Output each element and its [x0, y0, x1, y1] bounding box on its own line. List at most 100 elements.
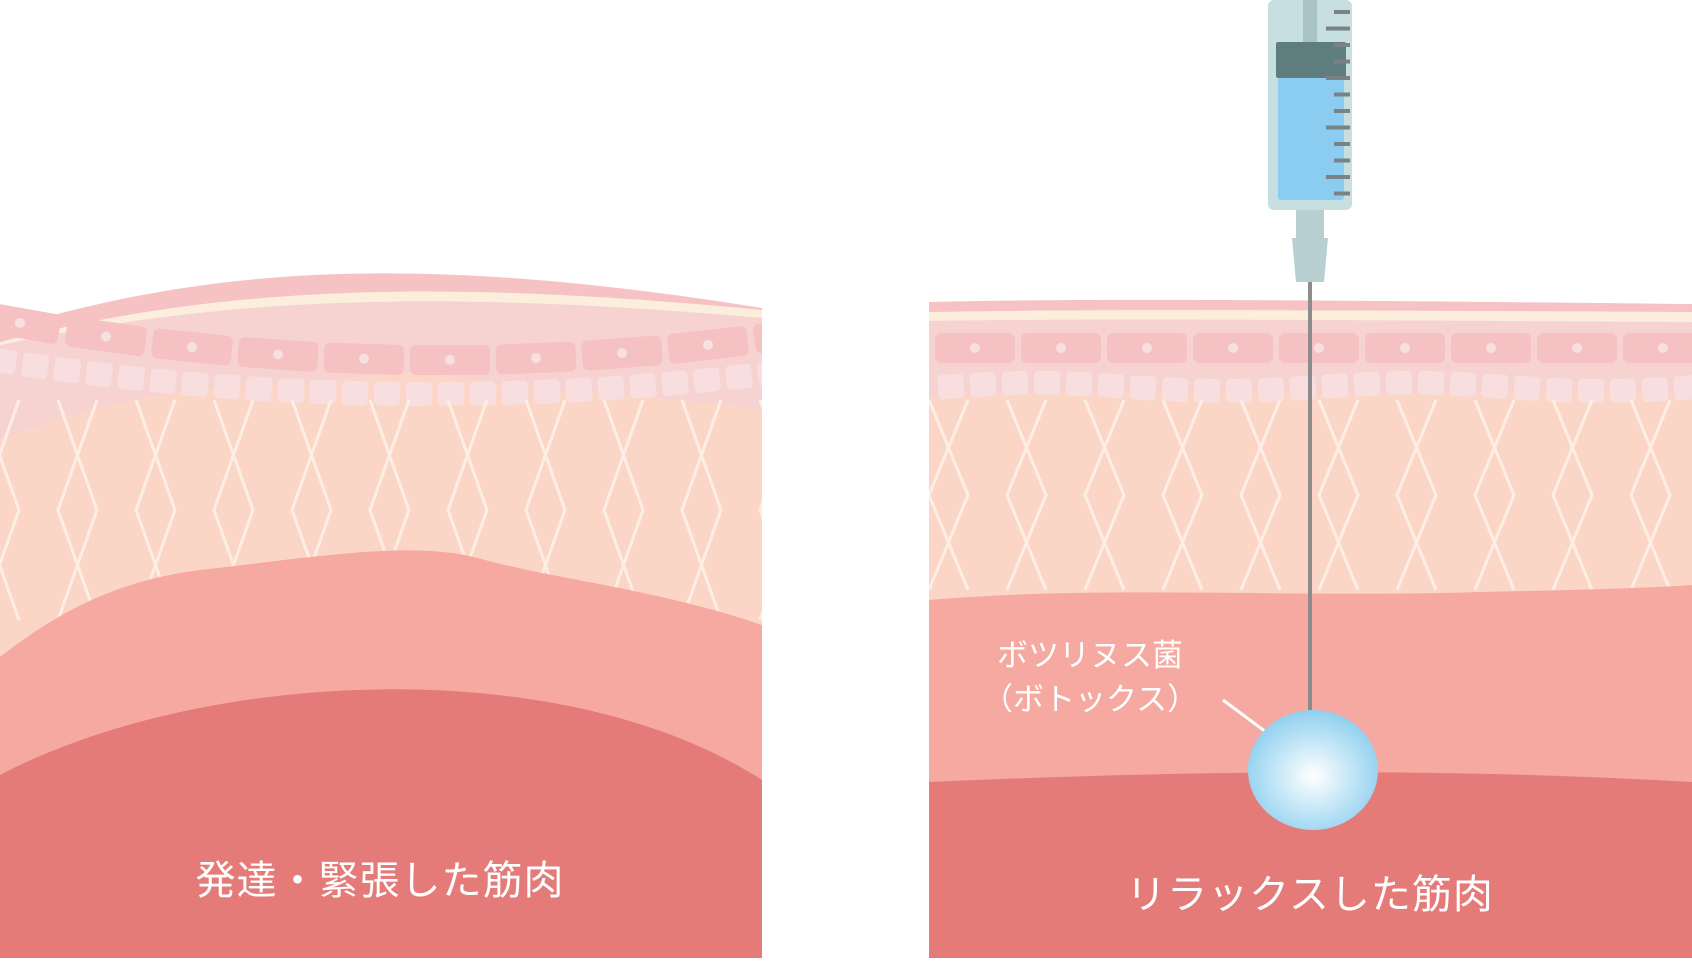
basal-cell — [181, 371, 209, 397]
basal-cell — [437, 381, 465, 406]
basal-cell — [597, 375, 625, 401]
basal-cell — [21, 352, 50, 380]
basal-cell — [1577, 378, 1605, 404]
deep-muscle-layer — [0, 689, 762, 958]
fat-fiber — [1239, 399, 1282, 591]
fat-fiber — [680, 399, 723, 621]
scale-tick — [1326, 175, 1350, 179]
relaxed-muscle-label: リラックスした筋肉 — [1126, 872, 1494, 918]
basal-cell — [341, 380, 369, 406]
basal-cell — [85, 361, 114, 388]
basal-cell — [1161, 377, 1189, 403]
epidermis-cells — [0, 302, 762, 376]
epidermis-cell — [1451, 333, 1531, 363]
botox-drop — [1248, 710, 1378, 830]
basal-cell — [149, 368, 177, 394]
fat-fiber — [1551, 399, 1594, 591]
epidermis-cell — [1193, 333, 1273, 363]
fat-fiber — [0, 399, 21, 621]
basal-cells — [0, 347, 762, 407]
basal-cell — [277, 378, 305, 403]
epidermis-cell — [237, 337, 319, 372]
fat-fiber — [1161, 399, 1204, 591]
basal-cell — [1001, 371, 1029, 396]
basal-cell — [1641, 377, 1669, 402]
epidermis-cell — [65, 316, 147, 357]
epidermis-cell — [581, 335, 663, 371]
epidermis-cell — [0, 302, 62, 344]
fat-fiber — [1083, 399, 1126, 591]
basal-cell — [756, 360, 762, 387]
basal-cell — [1417, 370, 1445, 396]
basal-cell — [1033, 370, 1061, 396]
fat-fiber — [1473, 399, 1516, 591]
deep-muscle-layer-right — [929, 772, 1692, 958]
botox-label-line1: ボツリヌス菌 — [997, 638, 1184, 674]
basal-cell — [1353, 371, 1381, 397]
basal-cell — [661, 370, 689, 396]
epidermis-cell — [1021, 333, 1101, 363]
basal-cell — [1545, 377, 1573, 403]
scale-tick — [1334, 142, 1350, 146]
scale-tick — [1326, 76, 1350, 80]
scale-tick — [1334, 59, 1350, 64]
basal-cell — [1193, 378, 1221, 403]
needle — [1308, 282, 1312, 714]
syringe-rod — [1303, 0, 1317, 42]
syringe-scale — [1326, 10, 1350, 196]
botox-callout: ボツリヌス菌 （ボトックス） — [982, 634, 1198, 722]
syringe-icon — [1268, 0, 1352, 714]
epidermis-cell — [1623, 333, 1692, 363]
basal-cell — [533, 379, 561, 404]
basal-cell — [1289, 375, 1317, 401]
basal-cell — [1257, 377, 1285, 403]
tense-muscle-label: 発達・緊張した筋肉 — [195, 858, 565, 904]
fat-tissue-fibers-right — [929, 399, 1672, 591]
basal-cell — [1129, 375, 1157, 401]
scale-tick — [1334, 109, 1350, 113]
basal-cell — [1449, 371, 1477, 397]
basal-cell — [1097, 373, 1125, 399]
fat-fiber — [929, 399, 970, 591]
basal-cell — [629, 373, 657, 399]
basal-cell — [1673, 375, 1692, 401]
epidermis-cell — [1537, 333, 1617, 363]
scale-tick — [1334, 158, 1350, 163]
syringe-plunger — [1276, 42, 1346, 78]
epidermis-cell — [1279, 333, 1359, 363]
botox-label-line2: （ボトックス） — [982, 682, 1199, 718]
epidermis-cell — [667, 326, 749, 364]
basal-cell — [53, 357, 82, 384]
basal-cell — [1385, 370, 1413, 396]
fat-fiber — [758, 399, 762, 621]
basal-cell — [1225, 378, 1253, 404]
fat-fiber — [1317, 399, 1360, 591]
syringe-fluid — [1278, 75, 1344, 200]
epidermis-cell — [495, 341, 577, 375]
syringe-hub — [1296, 210, 1324, 238]
basal-cell — [245, 376, 273, 402]
basal-cell — [213, 373, 241, 400]
epidermis-cell — [151, 328, 233, 366]
epidermis-cell — [409, 344, 491, 376]
basal-cell — [937, 373, 965, 400]
basal-cell — [405, 381, 433, 407]
fat-fiber — [1005, 399, 1048, 591]
basal-cell — [117, 364, 145, 391]
epidermis-cell — [753, 313, 762, 354]
basal-cell — [501, 380, 529, 405]
epidermis-cell — [935, 333, 1015, 363]
basal-cell — [0, 347, 18, 375]
fat-fiber — [1629, 399, 1672, 591]
basal-cells-right — [937, 370, 1692, 404]
basal-cell — [469, 381, 497, 406]
basal-cell — [693, 367, 721, 394]
fat-fiber — [56, 399, 99, 621]
scale-tick — [1326, 26, 1350, 31]
basal-cell — [565, 377, 593, 403]
basal-cell — [725, 363, 753, 390]
basal-cell — [1065, 371, 1093, 397]
basal-cell — [1481, 373, 1509, 399]
